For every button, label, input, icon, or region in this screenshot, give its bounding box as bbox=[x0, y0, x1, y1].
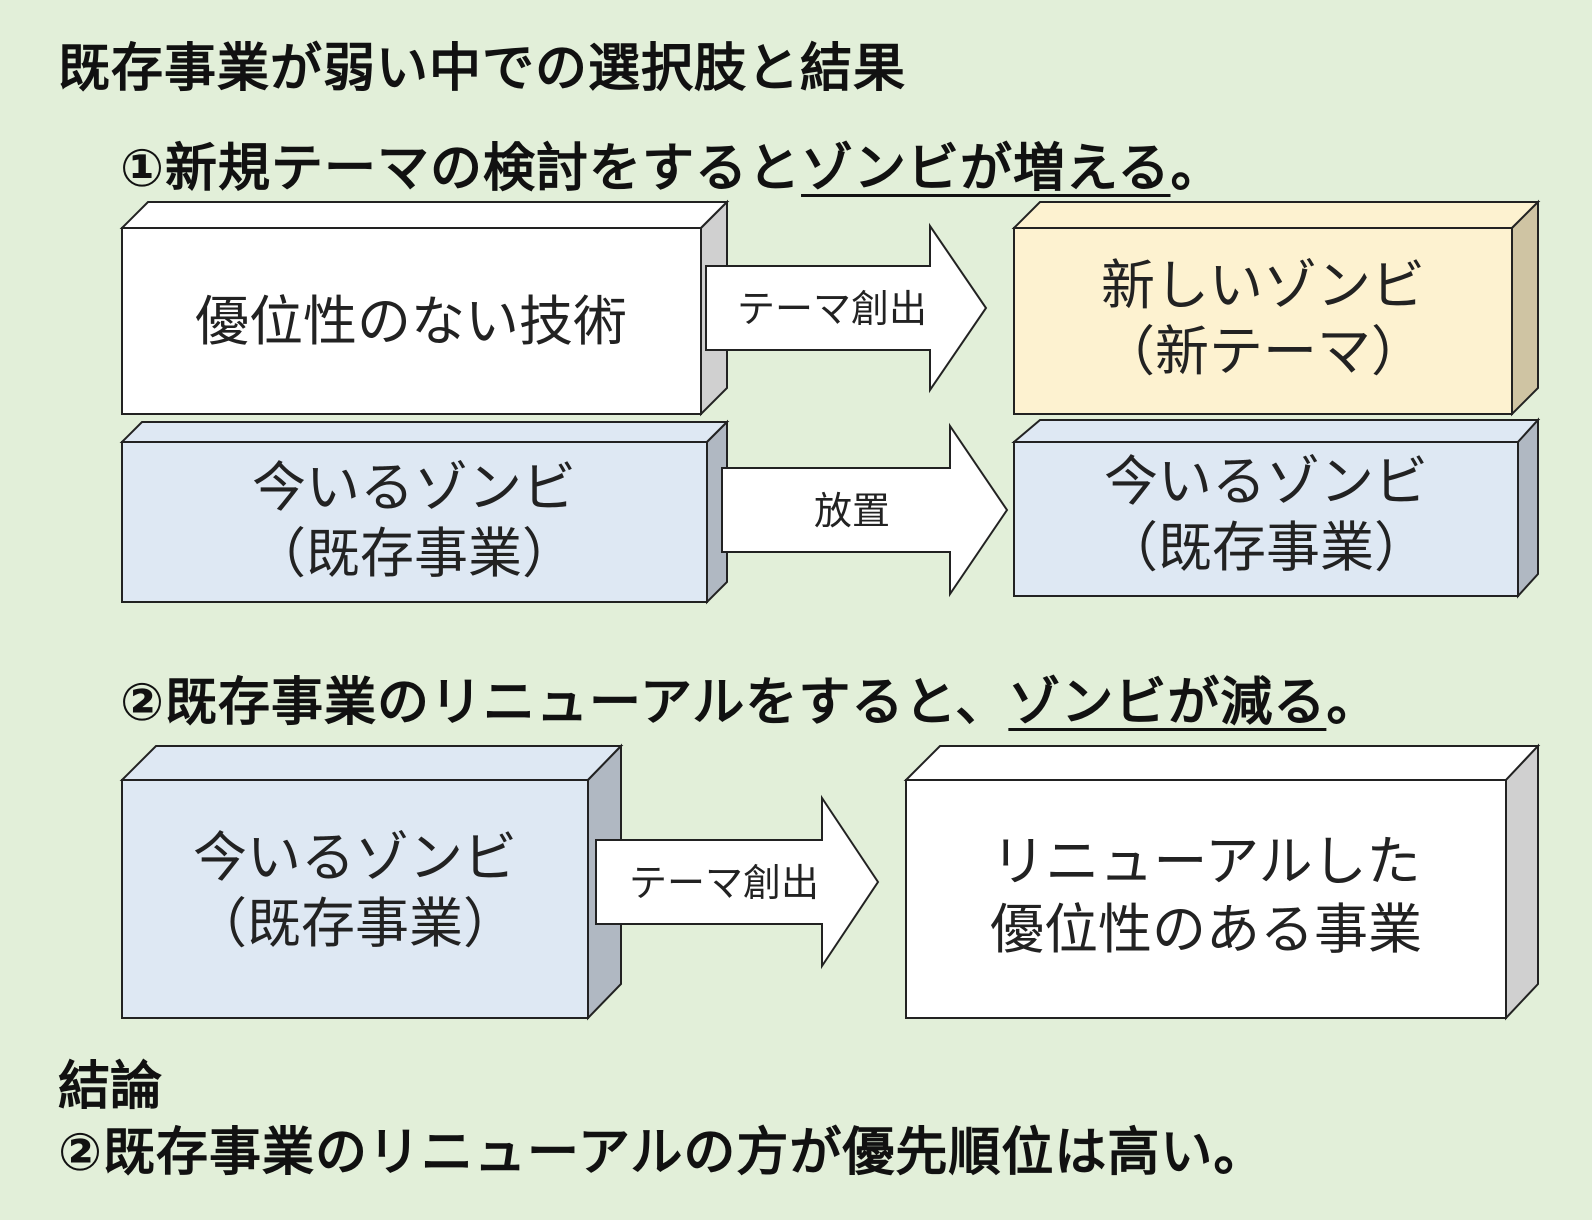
conclusion-text: ②既存事業のリニューアルの方が優先順位は高い。 bbox=[58, 1123, 1267, 1183]
box-current-zombie-right-line2: （既存事業） bbox=[1104, 516, 1428, 579]
box-current-zombie-right: 今いるゾンビ （既存事業） bbox=[1011, 417, 1541, 599]
arrow-theme-creation-2: テーマ創出 bbox=[595, 794, 880, 970]
page-title: 既存事業が弱い中での選択肢と結果 bbox=[58, 39, 907, 99]
box-current-zombie-renewal-line1: 今いるゾンビ bbox=[193, 826, 517, 889]
box-new-zombie-line1: 新しいゾンビ bbox=[1101, 254, 1425, 317]
section1-heading-prefix: ①新規テーマの検討をすると bbox=[120, 139, 802, 199]
arrow-theme-creation-1: テーマ創出 bbox=[705, 222, 988, 394]
conclusion-label: 結論 bbox=[58, 1057, 163, 1117]
box-weak-tech: 優位性のない技術 bbox=[119, 199, 730, 417]
box-current-zombie-left: 今いるゾンビ （既存事業） bbox=[119, 419, 730, 605]
box-current-zombie-right-line1: 今いるゾンビ bbox=[1104, 450, 1428, 513]
section1-heading-underlined: ゾンビが増える bbox=[801, 139, 1171, 199]
section2-heading-underlined: ゾンビが減る bbox=[1008, 673, 1327, 733]
arrow-theme-creation-2-label: テーマ創出 bbox=[629, 861, 819, 905]
arrow-neglect: 放置 bbox=[721, 422, 1009, 598]
box-current-zombie-left-line2: （既存事業） bbox=[252, 522, 576, 585]
box-renewed-business: リニューアルした 優位性のある事業 bbox=[903, 743, 1541, 1021]
arrow-theme-creation-1-label: テーマ創出 bbox=[737, 287, 927, 331]
box-new-zombie-line2: （新テーマ） bbox=[1101, 320, 1425, 383]
section2-heading-suffix: 。 bbox=[1326, 673, 1380, 733]
section2-heading: ②既存事業のリニューアルをすると、ゾンビが減る。 bbox=[120, 660, 1379, 735]
arrow-neglect-label: 放置 bbox=[814, 489, 890, 533]
section2-heading-prefix: ②既存事業のリニューアルをすると、 bbox=[120, 673, 1009, 733]
box-current-zombie-renewal-line2: （既存事業） bbox=[193, 892, 517, 955]
section1-heading-suffix: 。 bbox=[1170, 139, 1224, 199]
box-current-zombie-left-line1: 今いるゾンビ bbox=[252, 456, 576, 519]
box-current-zombie-renewal: 今いるゾンビ （既存事業） bbox=[119, 743, 624, 1021]
box-new-zombie: 新しいゾンビ （新テーマ） bbox=[1011, 199, 1541, 417]
box-renewed-business-line1: リニューアルした bbox=[991, 830, 1420, 893]
box-weak-tech-label: 優位性のない技術 bbox=[195, 290, 627, 353]
section1-heading: ①新規テーマの検討をするとゾンビが増える。 bbox=[120, 126, 1224, 201]
box-renewed-business-line2: 優位性のある事業 bbox=[990, 898, 1422, 961]
